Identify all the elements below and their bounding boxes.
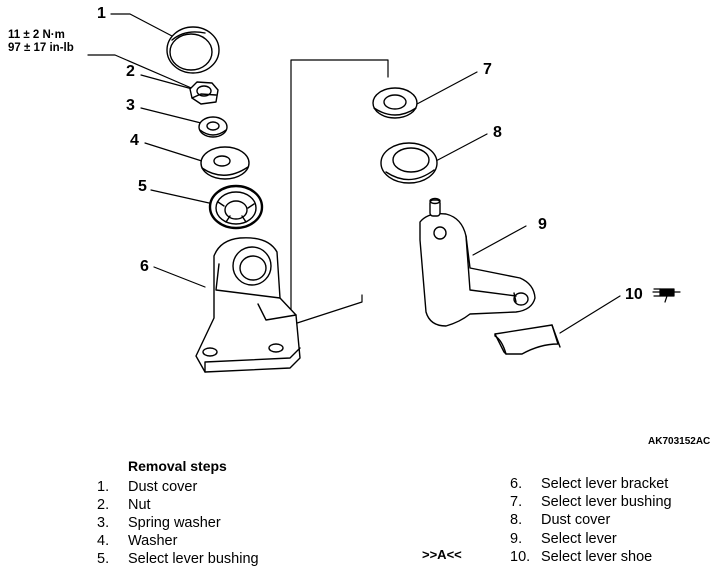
assembly-bracket-line: [290, 59, 389, 326]
torque-metric: 11 ± 2 N·m: [8, 29, 65, 41]
removal-steps-title: Removal steps: [128, 458, 227, 474]
step-10: 10.Select lever shoe: [510, 549, 653, 565]
part-spring-washer: [198, 116, 228, 138]
step-1: 1.Dust cover: [97, 479, 198, 495]
leader-lines: [87, 13, 621, 334]
step-2: 2.Nut: [97, 497, 151, 513]
step-8: 8.Dust cover: [510, 512, 611, 528]
leader-7: [416, 71, 478, 105]
part-select-lever: [419, 197, 536, 327]
step-6: 6.Select lever bracket: [510, 476, 669, 492]
callout-4: 4: [130, 132, 139, 149]
grease-gun-icon: [652, 288, 681, 303]
part-dust-cover-8: [380, 142, 438, 184]
part-select-lever-bracket: [195, 237, 301, 373]
step-7: 7.Select lever bushing: [510, 494, 672, 510]
callout-2: 2: [126, 63, 135, 80]
callout-1: 1: [97, 5, 106, 22]
callout-7: 7: [483, 61, 492, 78]
leader-1: [110, 13, 173, 37]
leader-6: [153, 266, 206, 288]
callout-8: 8: [493, 124, 502, 141]
part-select-lever-bushing-5: [208, 184, 264, 230]
service-note-marker: >>A<<: [422, 547, 462, 562]
part-select-lever-shoe: [494, 324, 561, 355]
leader-3: [140, 107, 206, 125]
leader-4: [144, 142, 206, 163]
callout-3: 3: [126, 97, 135, 114]
part-nut: [189, 81, 219, 105]
part-select-lever-bushing-7: [372, 87, 418, 119]
part-washer: [200, 146, 250, 180]
leader-torque: [87, 54, 197, 91]
leader-2: [140, 74, 197, 91]
step-3: 3.Spring washer: [97, 515, 221, 531]
figure-id: AK703152AC: [648, 436, 711, 447]
step-5: 5.Select lever bushing: [97, 551, 259, 567]
step-9: 9.Select lever: [510, 531, 617, 547]
step-4: 4.Washer: [97, 533, 178, 549]
leader-9: [472, 225, 527, 256]
callout-10: 10: [625, 286, 643, 303]
leader-8: [433, 133, 488, 163]
callout-5: 5: [138, 178, 147, 195]
callout-6: 6: [140, 258, 149, 275]
torque-imperial: 97 ± 17 in-lb: [8, 42, 74, 54]
leader-10: [559, 295, 621, 334]
torque-spec: 11 ± 2 N·m 97 ± 17 in-lb: [8, 29, 74, 55]
part-dust-cover: [166, 26, 220, 74]
callout-9: 9: [538, 216, 547, 233]
leader-5: [150, 189, 219, 206]
